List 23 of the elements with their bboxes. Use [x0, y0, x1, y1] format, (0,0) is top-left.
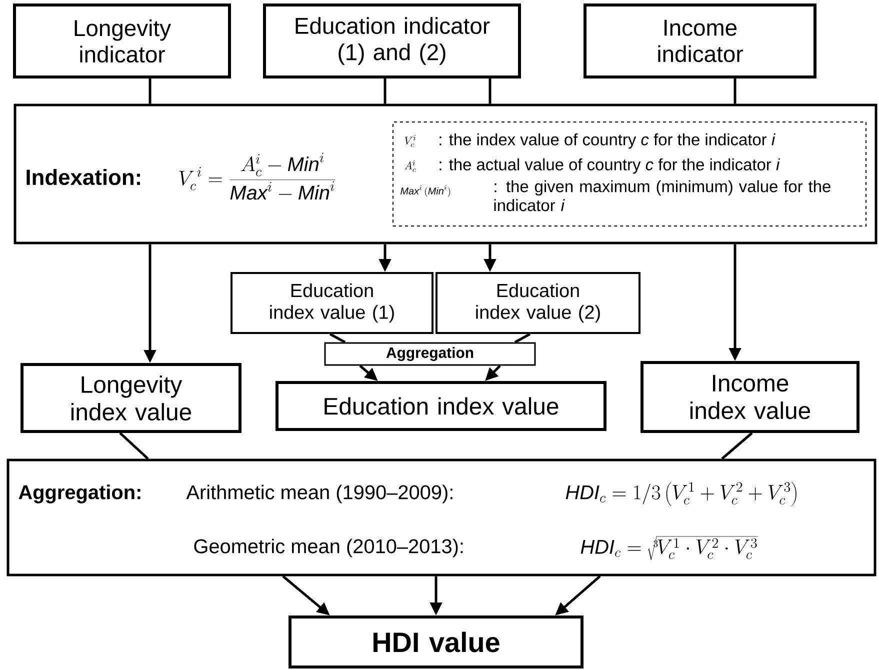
formula: $\mathit{HDI}_c=\sqrt[3]{V_c^1\cdot V_c^2\cdot V_c^3}$	[580, 536, 758, 560]
formula: $\mathit{Max}^i\,(\mathit{Min}^i)$	[400, 185, 450, 197]
formula: $\mathit{HDI}_c=1/3\left(V_c^1+V_c^2+V_c^3\right)$	[566, 482, 796, 506]
label: : the actual value of country c for the indicator i	[440, 158, 780, 174]
label: Geometric mean (2010–2013):	[194, 538, 463, 558]
index-box: Income index value	[640, 361, 860, 433]
index-box: Longevity index value	[20, 363, 242, 433]
label: Arithmetic mean (1990–2009):	[186, 484, 452, 504]
formula: $A_c^i$	[404, 160, 416, 172]
formula: $V_c^i$	[404, 135, 416, 148]
label: : the given maximum (minimum) value for the indicator i	[494, 180, 830, 212]
formula: $V_c^{\,i}=\frac{A_c^i-\mathit{Min}^i}{\mathit{Max}^i-\mathit{Min}^i}$	[179, 152, 336, 200]
label: Aggregation:	[18, 484, 140, 504]
index-box: Education index value (2)	[436, 272, 640, 334]
label: : the index value of country c for the indicator i	[440, 133, 776, 149]
index-box: Education index value	[276, 381, 606, 431]
result-box: HDI value	[288, 616, 584, 668]
indicator-box: Income indicator	[584, 4, 816, 78]
label: Indexation:	[26, 168, 140, 186]
aggregation-box: Aggregation	[324, 342, 536, 366]
indicator-box: Education indicator (1) and (2)	[263, 4, 521, 78]
indicator-box: Longevity indicator	[13, 4, 231, 78]
index-box: Education index value (1)	[230, 272, 434, 334]
